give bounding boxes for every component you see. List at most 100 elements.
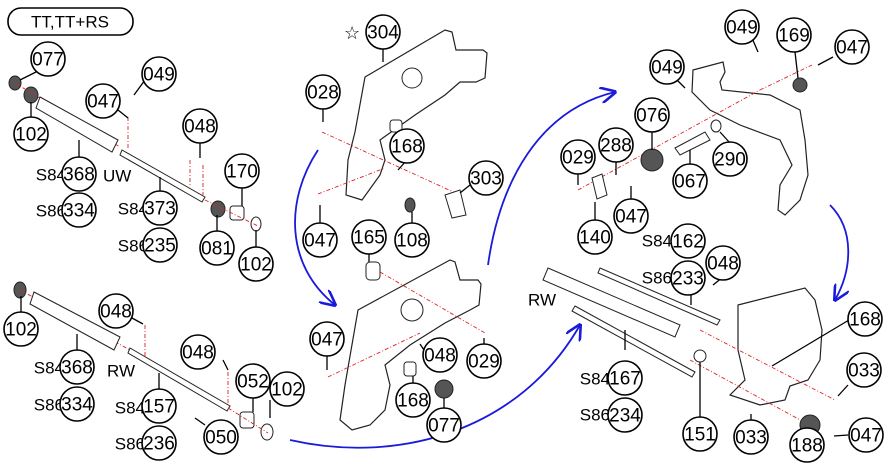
callout-circle (577, 219, 613, 255)
part-callout-140: 140 (577, 219, 613, 255)
part-number: 162 (672, 232, 704, 253)
centerline (321, 131, 461, 196)
centerline (327, 332, 421, 378)
part-number: 029 (562, 148, 594, 169)
part-number: 029 (468, 352, 500, 373)
spacer-part (365, 261, 381, 281)
prefix-s86: S86 (34, 396, 64, 415)
rw-shaft (127, 347, 231, 412)
part-callout-373: 373 (142, 190, 178, 226)
part-callout-168: 168 (389, 128, 425, 164)
roller-tube (35, 96, 119, 153)
collar-part (239, 411, 255, 429)
centerline (689, 359, 816, 429)
centerline (759, 64, 813, 91)
part-callout-048: 048 (422, 337, 458, 373)
part-callout-303: 303 (468, 160, 504, 196)
plate-hole (401, 67, 423, 89)
callout-circle (238, 246, 274, 282)
callout-circle (365, 14, 401, 50)
part-number: 102 (5, 320, 37, 341)
callout-circle (61, 192, 97, 228)
part-number: 168 (391, 137, 423, 158)
part-number: 304 (367, 23, 399, 44)
callout-circle (724, 9, 760, 45)
prefix-s84: S84 (34, 359, 64, 378)
plate-hole (400, 298, 424, 322)
part-number: 303 (470, 169, 502, 190)
callout-circle (98, 293, 134, 329)
roller-tube (29, 291, 121, 351)
part-number: 234 (609, 406, 641, 427)
center-bottom-plate (327, 259, 486, 431)
callout-circle (203, 419, 239, 455)
gear-part (404, 197, 416, 213)
shaft-part (597, 267, 721, 326)
callout-circle (607, 397, 643, 433)
part-number: 081 (201, 239, 233, 260)
callout-circle (847, 301, 883, 337)
centerline (577, 89, 761, 191)
centerline (227, 407, 269, 434)
part-callout-168: 168 (395, 382, 431, 418)
shaft-part (674, 131, 711, 156)
model-badge-frame (7, 7, 134, 36)
right-bottom-assembly (542, 267, 836, 436)
part-callout-052: 052 (235, 363, 271, 399)
prefix-s84: S84 (642, 232, 672, 251)
part-callout-168: 168 (847, 301, 883, 337)
part-callout-151: 151 (682, 416, 718, 452)
part-callout-102: 102 (238, 246, 274, 282)
prefix-s84: S84 (118, 200, 148, 219)
part-number: 067 (674, 172, 706, 193)
part-callout-334: 334 (59, 386, 95, 422)
part-number: 140 (579, 228, 611, 249)
part-number: 047 (87, 92, 119, 113)
part-callout-047: 047 (302, 222, 338, 258)
callout-circle (422, 337, 458, 373)
part-number: 233 (672, 269, 704, 290)
callout-circle (3, 311, 39, 347)
part-callout-102: 102 (269, 371, 305, 407)
callout-circle (789, 427, 825, 463)
gear-part (640, 148, 664, 172)
callout-circle (180, 334, 216, 370)
side-plate (691, 61, 809, 216)
part-number: 049 (651, 58, 683, 79)
part-number: 168 (397, 391, 429, 412)
part-number: 048 (424, 346, 456, 367)
part-number: 028 (307, 83, 339, 104)
part-number: 047 (311, 330, 343, 351)
part-callout-170: 170 (224, 153, 260, 189)
callout-circle (649, 49, 685, 85)
part-number: 169 (778, 26, 810, 47)
part-callout-368: 368 (59, 349, 95, 385)
callout-circle (13, 116, 49, 152)
callout-circle (141, 388, 177, 424)
right-top-plate (577, 61, 813, 216)
part-number: 157 (143, 397, 175, 418)
part-callout-162: 162 (670, 223, 706, 259)
part-callout-047: 047 (613, 198, 649, 234)
part-callout-334: 334 (61, 192, 97, 228)
leader-line-set (19, 37, 850, 446)
callout-circle (389, 128, 425, 164)
callout-circle (634, 97, 670, 133)
callout-circle (59, 386, 95, 422)
part-callout-165: 165 (351, 219, 387, 255)
model-badge-text: TT,TT+RS (31, 13, 109, 32)
lever-part (444, 189, 467, 219)
collar-part (403, 361, 417, 377)
part-callout-304: 304 (365, 14, 401, 50)
part-number: 168 (849, 310, 881, 331)
part-number: 373 (144, 199, 176, 220)
uw-assembly (8, 75, 262, 232)
part-number: 102 (15, 125, 47, 146)
prefix-s86: S86 (580, 406, 610, 425)
part-number: 290 (714, 150, 746, 171)
part-callout-047: 047 (309, 321, 345, 357)
part-number: 047 (836, 38, 868, 59)
flow-arrow-1 (294, 149, 335, 305)
part-number: 047 (615, 207, 647, 228)
callout-circle (30, 41, 66, 77)
